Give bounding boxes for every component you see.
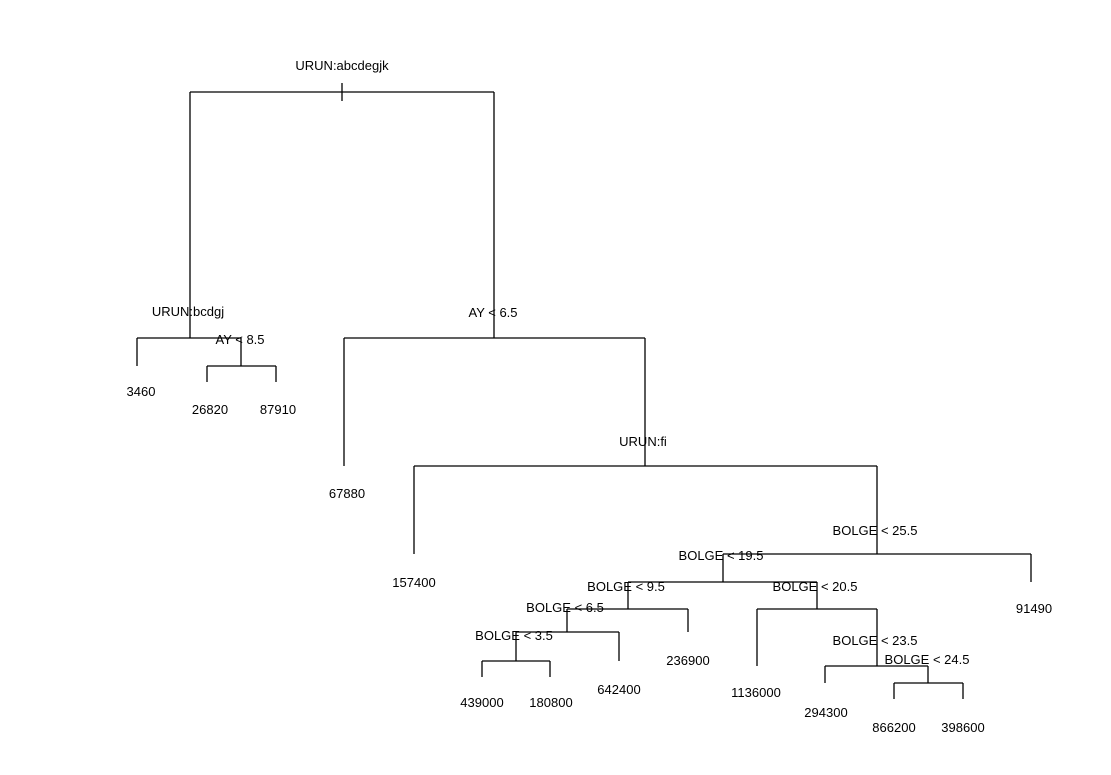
split-labels: URUN:abcdegjk URUN:bcdgj AY < 8.5 AY < 6… (152, 58, 970, 667)
leaf-value-n4: 3460 (127, 384, 156, 399)
split-label-n61: BOLGE < 20.5 (773, 579, 858, 594)
split-label-n240: BOLGE < 3.5 (475, 628, 553, 643)
split-label-n3: AY < 6.5 (468, 305, 517, 320)
leaf-value-n495: 398600 (941, 720, 984, 735)
leaf-value-n494: 866200 (872, 720, 915, 735)
split-label-n5: AY < 8.5 (215, 332, 264, 347)
leaf-value-n481: 180800 (529, 695, 572, 710)
leaf-value-n241: 642400 (597, 682, 640, 697)
leaf-value-n10: 26820 (192, 402, 228, 417)
split-label-n7: URUN:fi (619, 434, 667, 449)
tree-branches (136, 83, 1032, 699)
split-label-root: URUN:abcdegjk (295, 58, 389, 73)
leaf-labels: 3460 26820 87910 67880 157400 91490 4390… (127, 384, 1053, 735)
leaf-value-n246: 294300 (804, 705, 847, 720)
leaf-value-n480: 439000 (460, 695, 503, 710)
split-label-n30: BOLGE < 19.5 (679, 548, 764, 563)
split-label-n247: BOLGE < 24.5 (885, 652, 970, 667)
split-label-n60: BOLGE < 9.5 (587, 579, 665, 594)
split-label-n15: BOLGE < 25.5 (833, 523, 918, 538)
leaf-value-n6: 67880 (329, 486, 365, 501)
leaf-value-n11: 87910 (260, 402, 296, 417)
leaf-value-n31: 91490 (1016, 601, 1052, 616)
leaf-value-n14: 157400 (392, 575, 435, 590)
leaf-value-n121: 236900 (666, 653, 709, 668)
leaf-value-n122: 1136000 (731, 685, 781, 700)
split-label-n123: BOLGE < 23.5 (833, 633, 918, 648)
split-label-n120: BOLGE < 6.5 (526, 600, 604, 615)
split-label-n2: URUN:bcdgj (152, 304, 224, 319)
